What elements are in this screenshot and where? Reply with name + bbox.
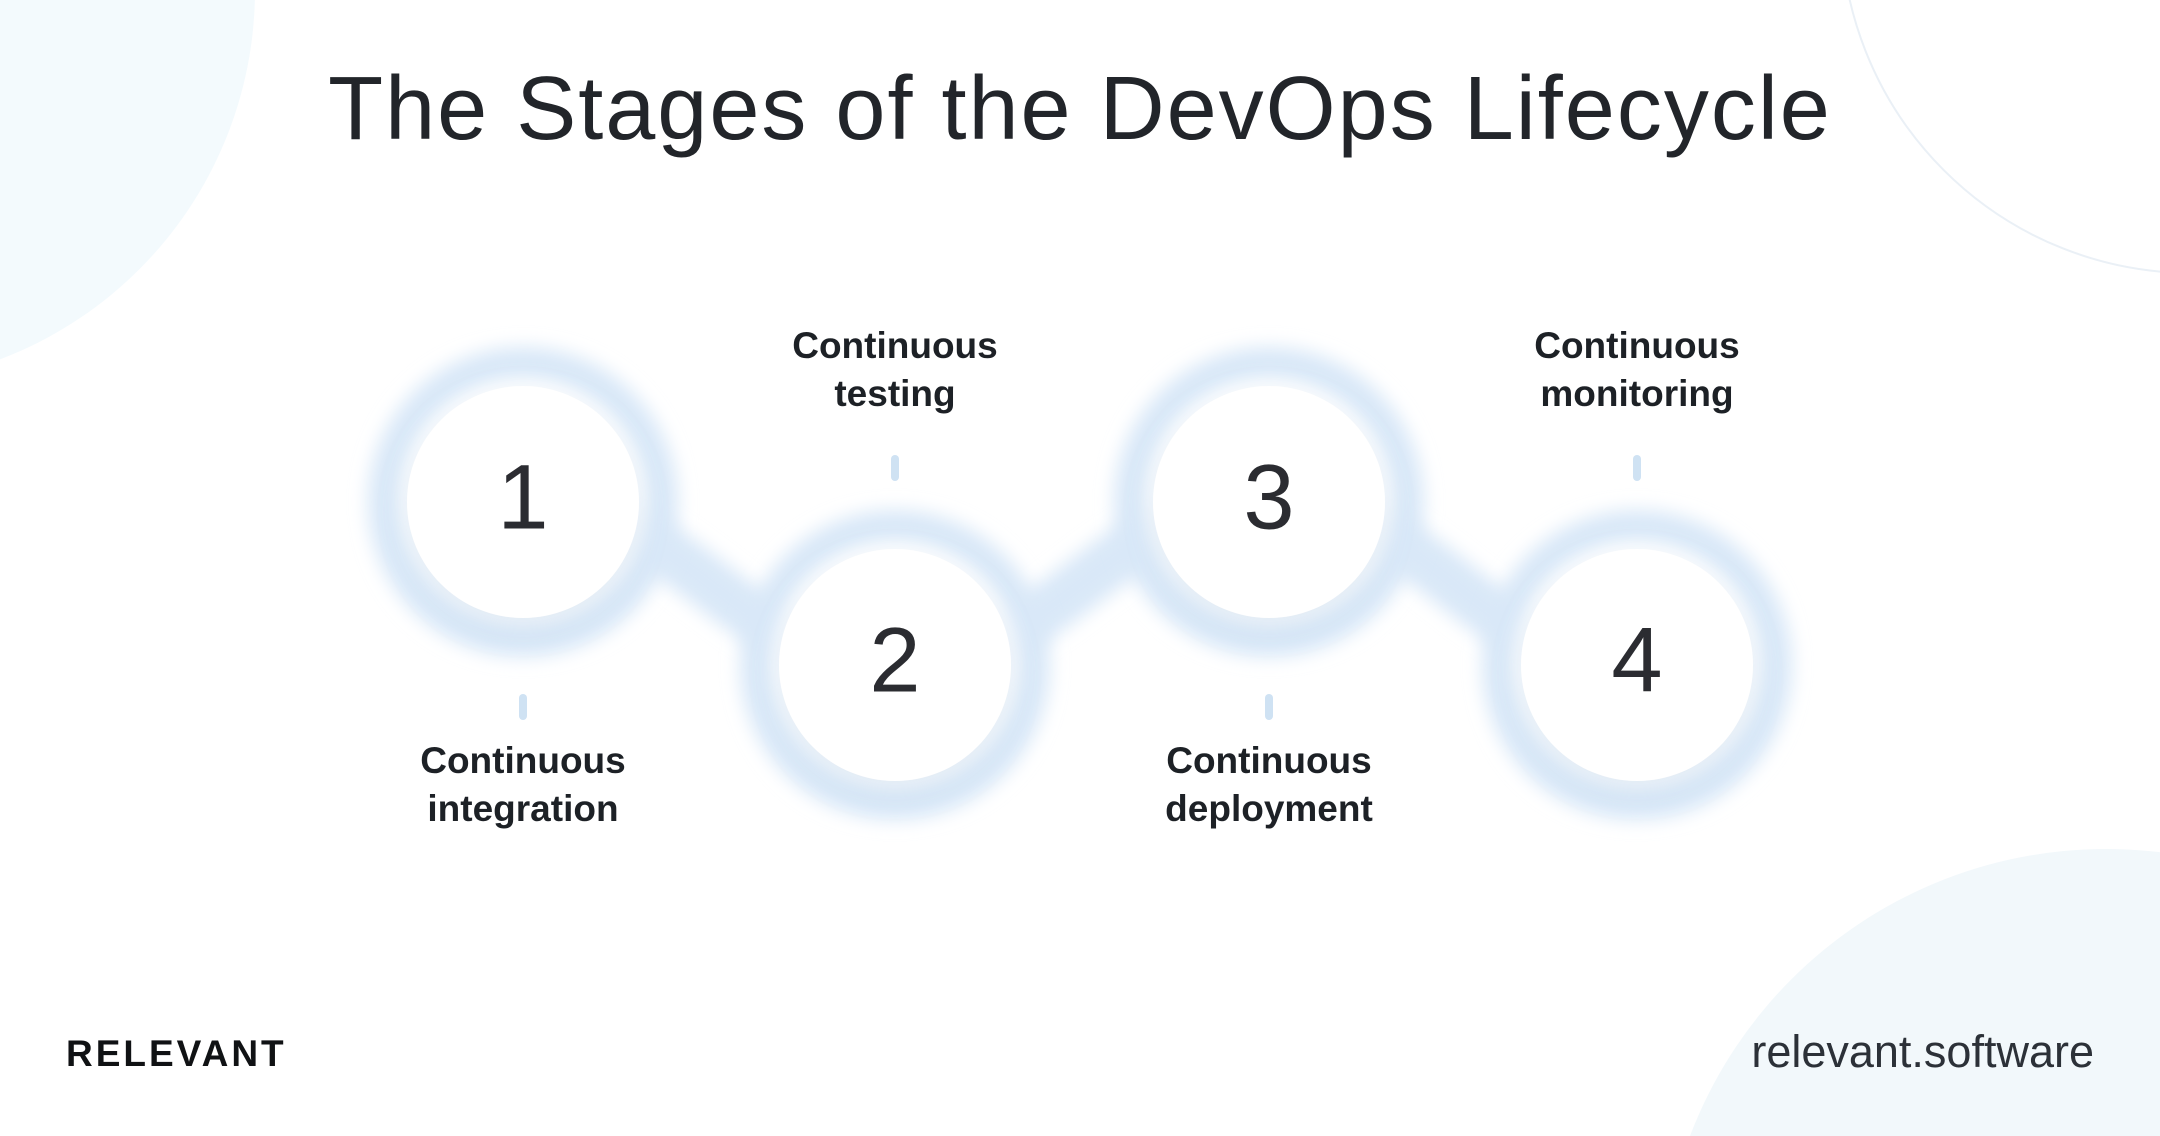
brand-logo: RELEVANT: [66, 1033, 287, 1074]
stage-label: Continuous testing: [792, 325, 998, 414]
stage-number: 1: [497, 446, 549, 549]
stage-ring-4: [1482, 510, 1792, 820]
stage-tick: [1633, 455, 1641, 481]
stage-number: 2: [869, 609, 921, 712]
stage-ring-2: [740, 510, 1050, 820]
stage-circle-2: [779, 549, 1011, 781]
stage-number: 3: [1243, 446, 1295, 549]
stage-circle-3: [1153, 386, 1385, 618]
stage-label: Continuous deployment: [1165, 740, 1373, 829]
stage-ring-1: [368, 347, 678, 657]
stage-circle-1: [407, 386, 639, 618]
stage-tick: [891, 455, 899, 481]
brand-website: relevant.software: [1751, 1026, 2094, 1077]
stage-tick: [519, 694, 527, 720]
stage-label: Continuous integration: [420, 740, 626, 829]
stage-number: 4: [1611, 609, 1663, 712]
stage-ring-3: [1114, 347, 1424, 657]
stage-tick: [1265, 694, 1273, 720]
page-title: The Stages of the DevOps Lifecycle: [328, 59, 1832, 159]
stage-label: Continuous monitoring: [1534, 325, 1740, 414]
stage-circle-4: [1521, 549, 1753, 781]
